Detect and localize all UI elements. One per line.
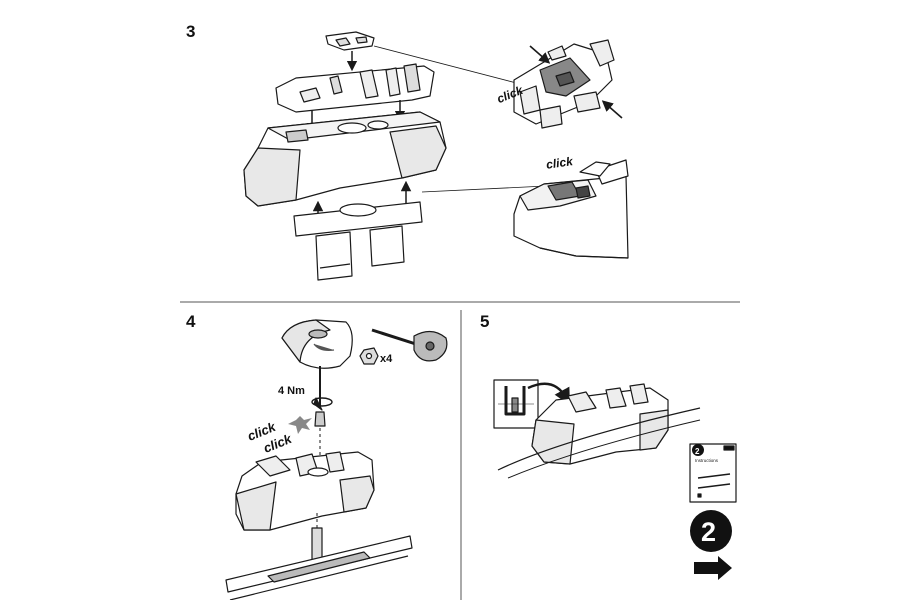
foot-step4 [235, 451, 375, 531]
rotation-arrow-icon [311, 397, 333, 407]
step-5-number: 5 [480, 312, 490, 331]
click-burst [288, 416, 312, 434]
torque-key [281, 319, 353, 427]
step-4-number: 4 [186, 312, 196, 331]
step-3-number: 3 [186, 22, 196, 41]
step-5-illustration: 2 Instructions 2 [493, 379, 737, 580]
leader-line [373, 45, 529, 87]
clip-part [325, 31, 375, 51]
tool-inset [359, 328, 448, 365]
upper-frame [275, 63, 435, 113]
quantity-label: x4 [380, 353, 393, 365]
clip-detail-zoom [513, 39, 623, 129]
step-3-illustration: click click [243, 31, 629, 281]
next-step-badge [690, 510, 732, 552]
click-label-right: click [545, 154, 575, 172]
foot-step5 [531, 383, 669, 465]
curved-arrow-icon [527, 382, 571, 406]
foot-body [243, 111, 447, 207]
next-step-number: 2 [701, 517, 716, 547]
arrow-up-icon [601, 100, 623, 119]
roof-rail-step4 [225, 535, 413, 600]
step-4-illustration: 4 Nm click click x4 [225, 319, 448, 600]
bottom-adapter [293, 180, 423, 281]
next-arrow-icon [694, 556, 732, 580]
torque-label: 4 Nm [278, 385, 305, 397]
arrow-down-icon [529, 45, 551, 64]
leader-line [421, 185, 547, 193]
booklet-number: 2 [695, 447, 700, 456]
booklet-badge [692, 444, 704, 456]
foot-on-car-detail [513, 159, 629, 259]
booklet-title: Instructions [695, 458, 719, 463]
